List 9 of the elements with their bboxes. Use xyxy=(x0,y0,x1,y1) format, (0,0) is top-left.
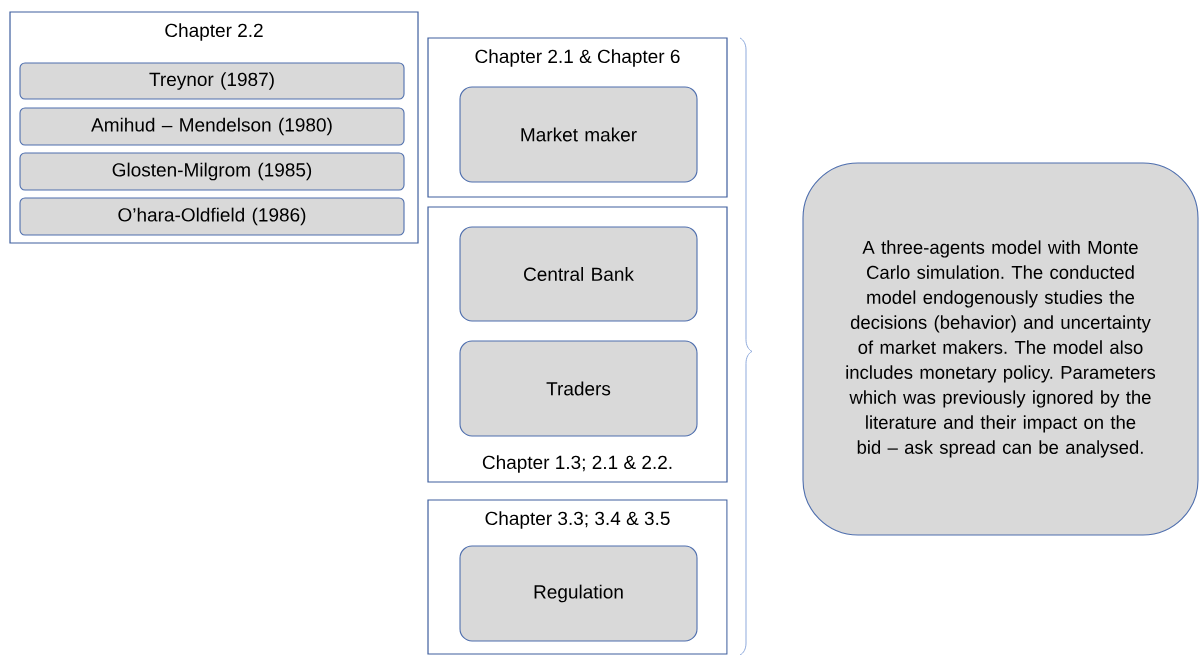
agent-box: Traders xyxy=(459,340,698,437)
reference-box: Treynor (1987) xyxy=(19,62,405,100)
reference-box: Glosten-Milgrom (1985) xyxy=(19,152,405,191)
reference-box: O’hara-Oldfield (1986) xyxy=(19,197,405,236)
summary-box: A three-agents model with Monte Carlo simulation. The conducted model endogenously studies the decisions (behavior) and uncertainty of market makers. The model also includes monetary policy. Parameters which was previously ignored by the literature and their impact on the bid – ask spread can be analysed. xyxy=(802,162,1199,536)
agent-box: Central Bank xyxy=(459,226,698,322)
reference-box: Amihud – Mendelson (1980) xyxy=(19,107,405,146)
agent-box: Regulation xyxy=(459,545,698,642)
agent-box: Market maker xyxy=(459,86,698,183)
